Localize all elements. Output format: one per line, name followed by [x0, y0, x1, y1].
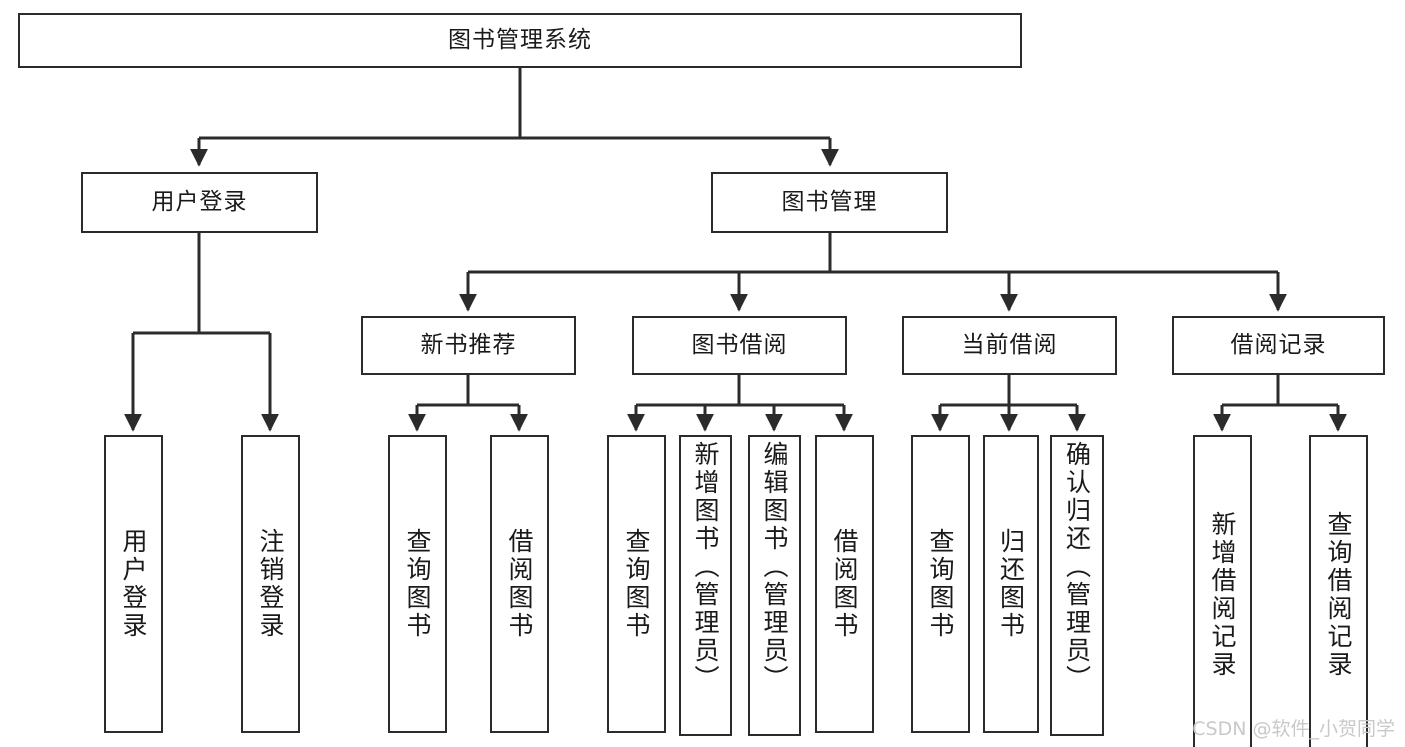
node-leaf-logout[interactable]: 注销登录	[241, 435, 300, 733]
node-borrow-record[interactable]: 借阅记录	[1172, 316, 1385, 375]
node-leaf-borrow-book[interactable]: 借阅图书	[815, 435, 874, 733]
node-current-borrow-label: 当前借阅	[961, 331, 1058, 358]
node-leaf-query-book-new-label: 查询图书	[403, 528, 432, 640]
node-root-book-management-system[interactable]: 图书管理系统	[18, 13, 1022, 68]
node-new-book-recommend[interactable]: 新书推荐	[361, 316, 576, 375]
node-leaf-query-book-borrow[interactable]: 查询图书	[607, 435, 666, 733]
node-current-borrow[interactable]: 当前借阅	[902, 316, 1117, 375]
node-leaf-confirm-return-admin[interactable]: 确认归还（管理员）	[1050, 435, 1104, 736]
node-user-login-label: 用户登录	[151, 188, 248, 215]
node-leaf-user-login[interactable]: 用户登录	[104, 435, 163, 733]
node-leaf-query-book-borrow-label: 查询图书	[622, 528, 651, 640]
node-book-management-label: 图书管理	[781, 188, 878, 215]
node-book-borrow[interactable]: 图书借阅	[632, 316, 847, 375]
node-leaf-query-book-current[interactable]: 查询图书	[911, 435, 970, 733]
node-leaf-query-borrow-record[interactable]: 查询借阅记录	[1309, 435, 1368, 747]
node-leaf-borrow-book-new[interactable]: 借阅图书	[490, 435, 549, 733]
node-leaf-return-book[interactable]: 归还图书	[983, 435, 1039, 733]
node-borrow-record-label: 借阅记录	[1230, 331, 1327, 358]
node-leaf-query-book-current-label: 查询图书	[926, 528, 955, 640]
node-leaf-add-book-admin[interactable]: 新增图书（管理员）	[679, 435, 732, 736]
node-user-login[interactable]: 用户登录	[81, 172, 318, 233]
node-leaf-edit-book-admin-label: 编辑图书（管理员）	[760, 441, 789, 693]
node-leaf-logout-label: 注销登录	[256, 528, 285, 640]
node-leaf-confirm-return-admin-label: 确认归还（管理员）	[1062, 441, 1092, 693]
node-leaf-edit-book-admin[interactable]: 编辑图书（管理员）	[748, 435, 801, 736]
node-leaf-borrow-book-new-label: 借阅图书	[505, 528, 534, 640]
node-root-label: 图书管理系统	[448, 26, 592, 53]
node-leaf-user-login-label: 用户登录	[119, 528, 148, 640]
node-leaf-query-borrow-record-label: 查询借阅记录	[1324, 511, 1353, 679]
node-new-book-recommend-label: 新书推荐	[420, 331, 517, 358]
node-leaf-borrow-book-label: 借阅图书	[830, 528, 859, 640]
node-leaf-add-book-admin-label: 新增图书（管理员）	[691, 441, 720, 693]
node-leaf-query-book-new[interactable]: 查询图书	[388, 435, 447, 733]
node-leaf-return-book-label: 归还图书	[996, 528, 1026, 640]
node-book-management[interactable]: 图书管理	[711, 172, 948, 233]
node-book-borrow-label: 图书借阅	[691, 331, 788, 358]
node-leaf-add-borrow-record[interactable]: 新增借阅记录	[1193, 435, 1252, 747]
watermark-text: CSDN @软件_小贺同学	[1192, 718, 1395, 740]
node-leaf-add-borrow-record-label: 新增借阅记录	[1208, 511, 1237, 679]
